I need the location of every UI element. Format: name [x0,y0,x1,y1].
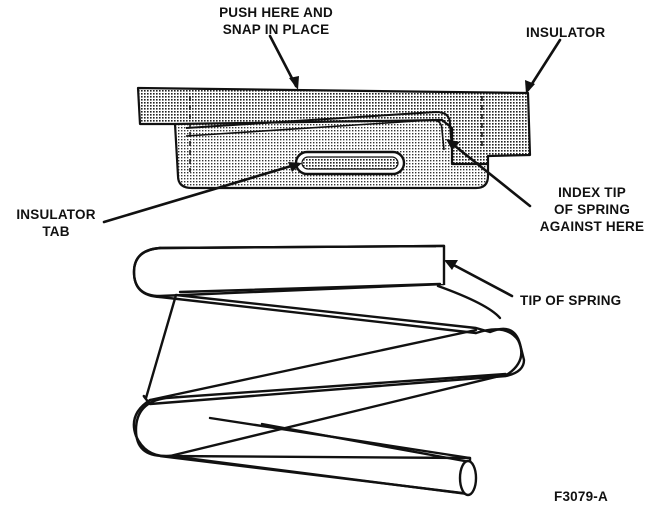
insulator-groove-inner [185,119,445,151]
insulator-groove [185,110,453,151]
index-tip-line-1: INDEX TIP [558,185,626,200]
push-here-line-1: PUSH HERE AND [219,5,333,20]
index-tip-label: INDEX TIP OF SPRING AGAINST HERE [524,184,660,235]
push-here-label: PUSH HERE AND SNAP IN PLACE [196,4,356,38]
push-here-line-2: SNAP IN PLACE [222,22,330,37]
arrow-heads [288,76,535,270]
insulator-tab-slot-inner [301,156,399,170]
insulator-tab-line-1: INSULATOR [16,207,96,222]
index-tip-line-3: AGAINST HERE [539,219,645,234]
insulator-label: INSULATOR [526,25,606,40]
insulator-tab-line-2: TAB [42,224,70,239]
figure-id-label: F3079-A [554,489,608,504]
tip-of-spring-label: TIP OF SPRING [520,293,622,308]
spring-coil-lines [132,244,523,496]
insulator-tab-label: INSULATOR TAB [4,206,108,240]
index-tip-line-2: OF SPRING [553,202,631,217]
spring-end-cap [458,459,478,497]
